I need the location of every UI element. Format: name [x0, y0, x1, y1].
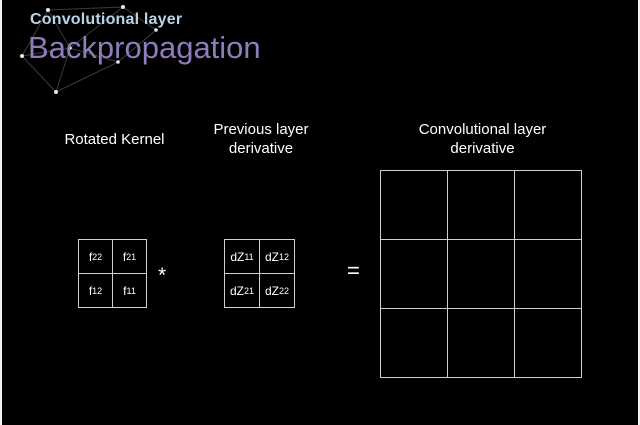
output-grid-cell: [381, 240, 448, 309]
output-grid-cell: [515, 171, 582, 240]
convolution-operator: *: [158, 264, 167, 287]
output-grid-cell: [515, 309, 582, 378]
convolutional-layer-derivative-grid: [380, 170, 582, 378]
slide-title: Backpropagation: [28, 30, 261, 65]
kernel-cell-base: f: [88, 283, 93, 298]
output-grid-cell: [448, 171, 515, 240]
equals-operator: =: [347, 258, 360, 283]
output-grid-cell: [381, 309, 448, 378]
kernel-cell-base: f: [122, 249, 127, 264]
header-previous-layer-derivative: Previous layer derivative: [213, 121, 309, 157]
output-grid-cell: [515, 240, 582, 309]
deriv-cell-base: dZ: [264, 283, 279, 298]
header-rotated-kernel: Rotated Kernel: [64, 131, 165, 148]
deriv-cell-base: dZ: [229, 283, 244, 298]
deriv-cell-base: dZ: [264, 249, 279, 264]
output-grid-cell: [448, 240, 515, 309]
kernel-cell-base: f: [123, 283, 127, 298]
kernel-cell-base: f: [88, 249, 93, 264]
slide-supertitle: Convolutional layer: [30, 11, 183, 28]
output-grid-cell: [381, 171, 448, 240]
deriv-cell-base: dZ: [230, 249, 245, 264]
header-convolutional-layer-derivative: Convolutional layer derivative: [418, 121, 547, 157]
output-grid-cell: [448, 309, 515, 378]
